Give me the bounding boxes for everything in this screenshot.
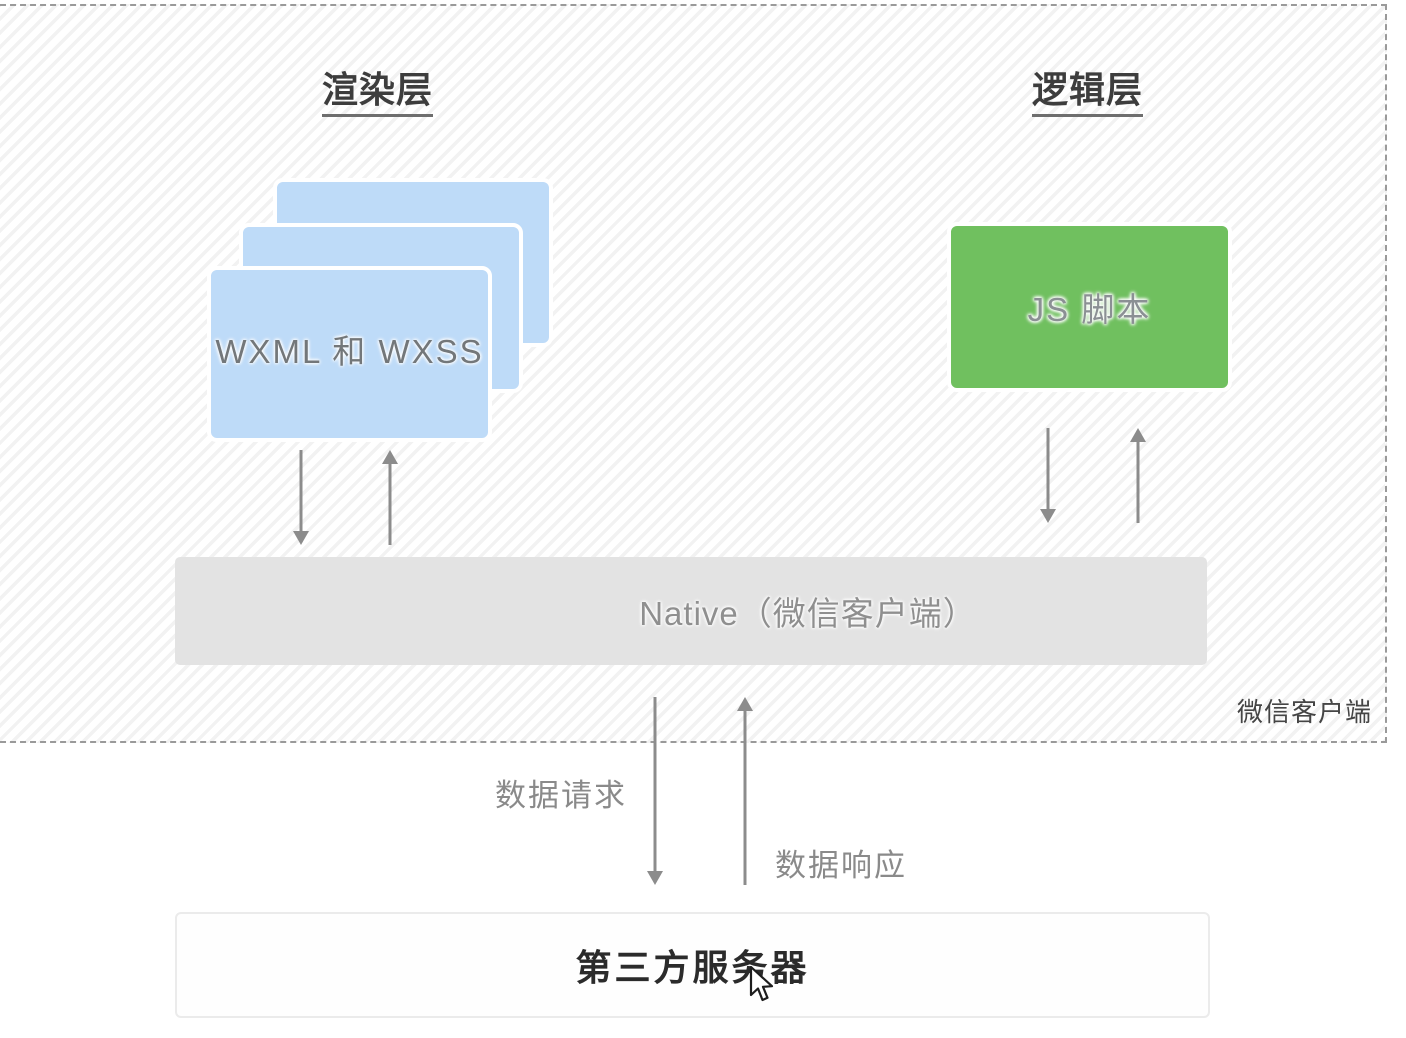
data-request-arrow-icon <box>647 697 663 885</box>
js-script-label: JS 脚本 <box>1027 291 1152 328</box>
render-layer-title: 渲染层 <box>322 70 434 117</box>
native-to-logic-arrow-icon <box>1130 428 1146 523</box>
wxml-card-label: WXML 和 WXSS <box>215 333 484 370</box>
logic-layer-title: 逻辑层 <box>1032 70 1144 117</box>
js-script-box: JS 脚本 <box>947 222 1232 392</box>
data-response-label: 数据响应 <box>775 848 907 883</box>
wxml-card-front: WXML 和 WXSS <box>207 266 492 442</box>
native-bar: Native（微信客户端） <box>175 557 1207 665</box>
data-response-arrow-icon <box>737 697 753 885</box>
data-request-label: 数据请求 <box>495 778 627 813</box>
wechat-client-corner-label: 微信客户端 <box>1236 697 1372 727</box>
mouse-cursor-icon <box>748 965 778 1009</box>
native-bar-label: Native（微信客户端） <box>639 595 977 632</box>
render-to-native-arrow-icon <box>293 450 309 545</box>
third-party-server-box: 第三方服务器 <box>175 912 1210 1018</box>
logic-to-native-arrow-icon <box>1040 428 1056 523</box>
native-to-render-arrow-icon <box>382 450 398 545</box>
